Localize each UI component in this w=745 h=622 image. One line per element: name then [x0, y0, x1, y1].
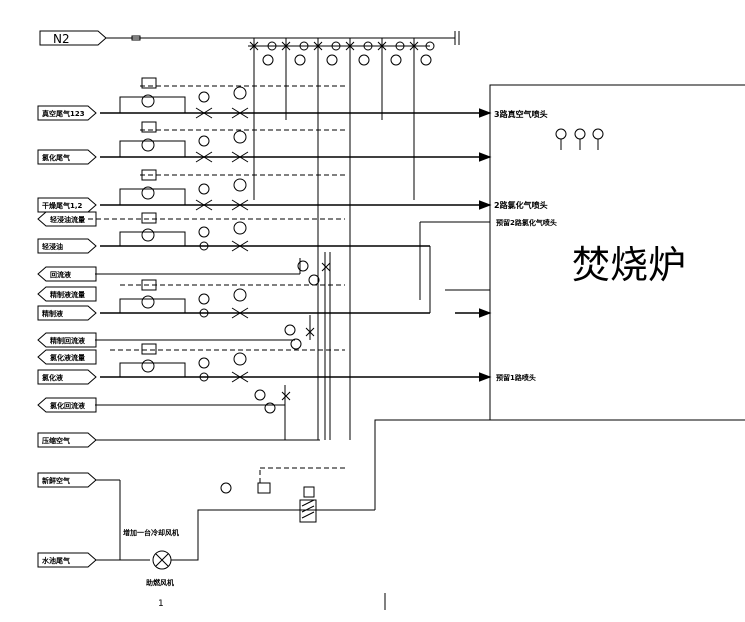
return-lines — [95, 258, 320, 441]
stream-tag-chlorination-liquid — [37, 369, 97, 385]
nozzle-label-1-reserve: 预留1路喷头 — [496, 373, 536, 382]
nozzle-label-3: 3路真空气喷头 — [494, 109, 548, 119]
stream-tag-refined-return — [37, 332, 97, 348]
stream-label-water-seal-tail-gas: 水池尾气 — [42, 556, 70, 565]
purge-valve-2 — [281, 38, 309, 120]
stream-tag-fresh-air — [37, 472, 97, 488]
n2-header: N2 — [39, 30, 460, 46]
stream-tag-vacuum-tail-gas — [37, 105, 97, 121]
stream-label-dry-tail-gas: 干燥尾气1,2 — [42, 201, 83, 210]
stream-label-chlorination-liquid: 氯化液 — [42, 373, 64, 382]
stream-tag-refined-liquid — [37, 305, 97, 321]
stream-label-refined-flow: 精制液流量 — [50, 290, 85, 299]
instrument-cluster-3 — [119, 169, 249, 211]
stream-tag-light-oil-return — [37, 211, 97, 227]
combustion-air — [95, 419, 490, 610]
n2-tag — [39, 30, 107, 46]
fan-label: 助燃风机 — [146, 578, 174, 587]
incinerator: 焚烧炉 — [489, 84, 745, 421]
stream-tag-chlorination-return — [37, 397, 97, 413]
annotations: 增加一台冷却风机 助燃风机 1 — [123, 528, 179, 609]
nozzle-label-2: 2路氯化气喷头 — [494, 200, 548, 210]
stream-label-chlorination-tail-gas: 氯化尾气 — [42, 153, 70, 162]
purge-valve-1 — [249, 38, 277, 200]
stream-label-compressed-air: 压缩空气 — [42, 436, 70, 445]
stream-tag-water-seal-tail-gas — [37, 552, 97, 568]
stream-label-refined-return: 精制回流液 — [50, 336, 86, 345]
purge-valve-5 — [377, 38, 405, 120]
stream-tag-light-oil — [37, 238, 97, 254]
return-valves — [254, 252, 331, 440]
stream-label-refined-liquid: 精制液 — [42, 309, 64, 318]
purge-valve-3 — [313, 38, 341, 440]
instrument-cluster-1 — [119, 77, 249, 119]
incinerator-label: 焚烧炉 — [572, 243, 686, 287]
stream-tag-dry-tail-gas — [37, 197, 97, 213]
fan-number: 1 — [158, 599, 164, 609]
stream-label-light-oil-return: 轻浸油流量 — [50, 215, 85, 224]
nozzle-instruments — [555, 128, 604, 150]
purge-valve-4 — [345, 38, 373, 440]
stream-label-return-liquid: 回流液 — [50, 270, 72, 279]
nozzle-label-2-reserve: 预留2路氯化气喷头 — [496, 218, 557, 227]
instrument-cluster-4 — [119, 212, 249, 252]
instrument-cluster-5 — [119, 279, 249, 319]
stream-label-chlorination-return: 氯化回流液 — [50, 401, 86, 410]
signal-lines — [80, 85, 345, 469]
stream-label-vacuum-tail-gas: 真空尾气123 — [42, 109, 85, 118]
nozzle-labels: 3路真空气喷头 2路氯化气喷头 预留2路氯化气喷头 预留1路喷头 — [494, 109, 557, 382]
stream-label-light-oil: 轻浸油 — [42, 242, 63, 251]
instrument-cluster-2 — [119, 121, 249, 163]
n2-purge-valves — [248, 38, 435, 440]
feed-lines — [100, 108, 492, 382]
instrument-cluster-6 — [119, 343, 249, 383]
stream-tag-compressed-air — [37, 432, 97, 448]
stream-label-chlorination-flow: 氯化液流量 — [50, 353, 85, 362]
purge-valve-6 — [409, 38, 435, 200]
stream-tag-chlorination-tail-gas — [37, 149, 97, 165]
svg-text:N2: N2 — [53, 32, 70, 46]
stream-tag-refined-flow — [37, 286, 97, 302]
add-fan-note: 增加一台冷却风机 — [123, 528, 179, 537]
stream-label-fresh-air: 新鲜空气 — [42, 476, 70, 485]
stream-tag-return-liquid — [37, 266, 97, 282]
stream-tag-chlorination-flow — [37, 349, 97, 365]
